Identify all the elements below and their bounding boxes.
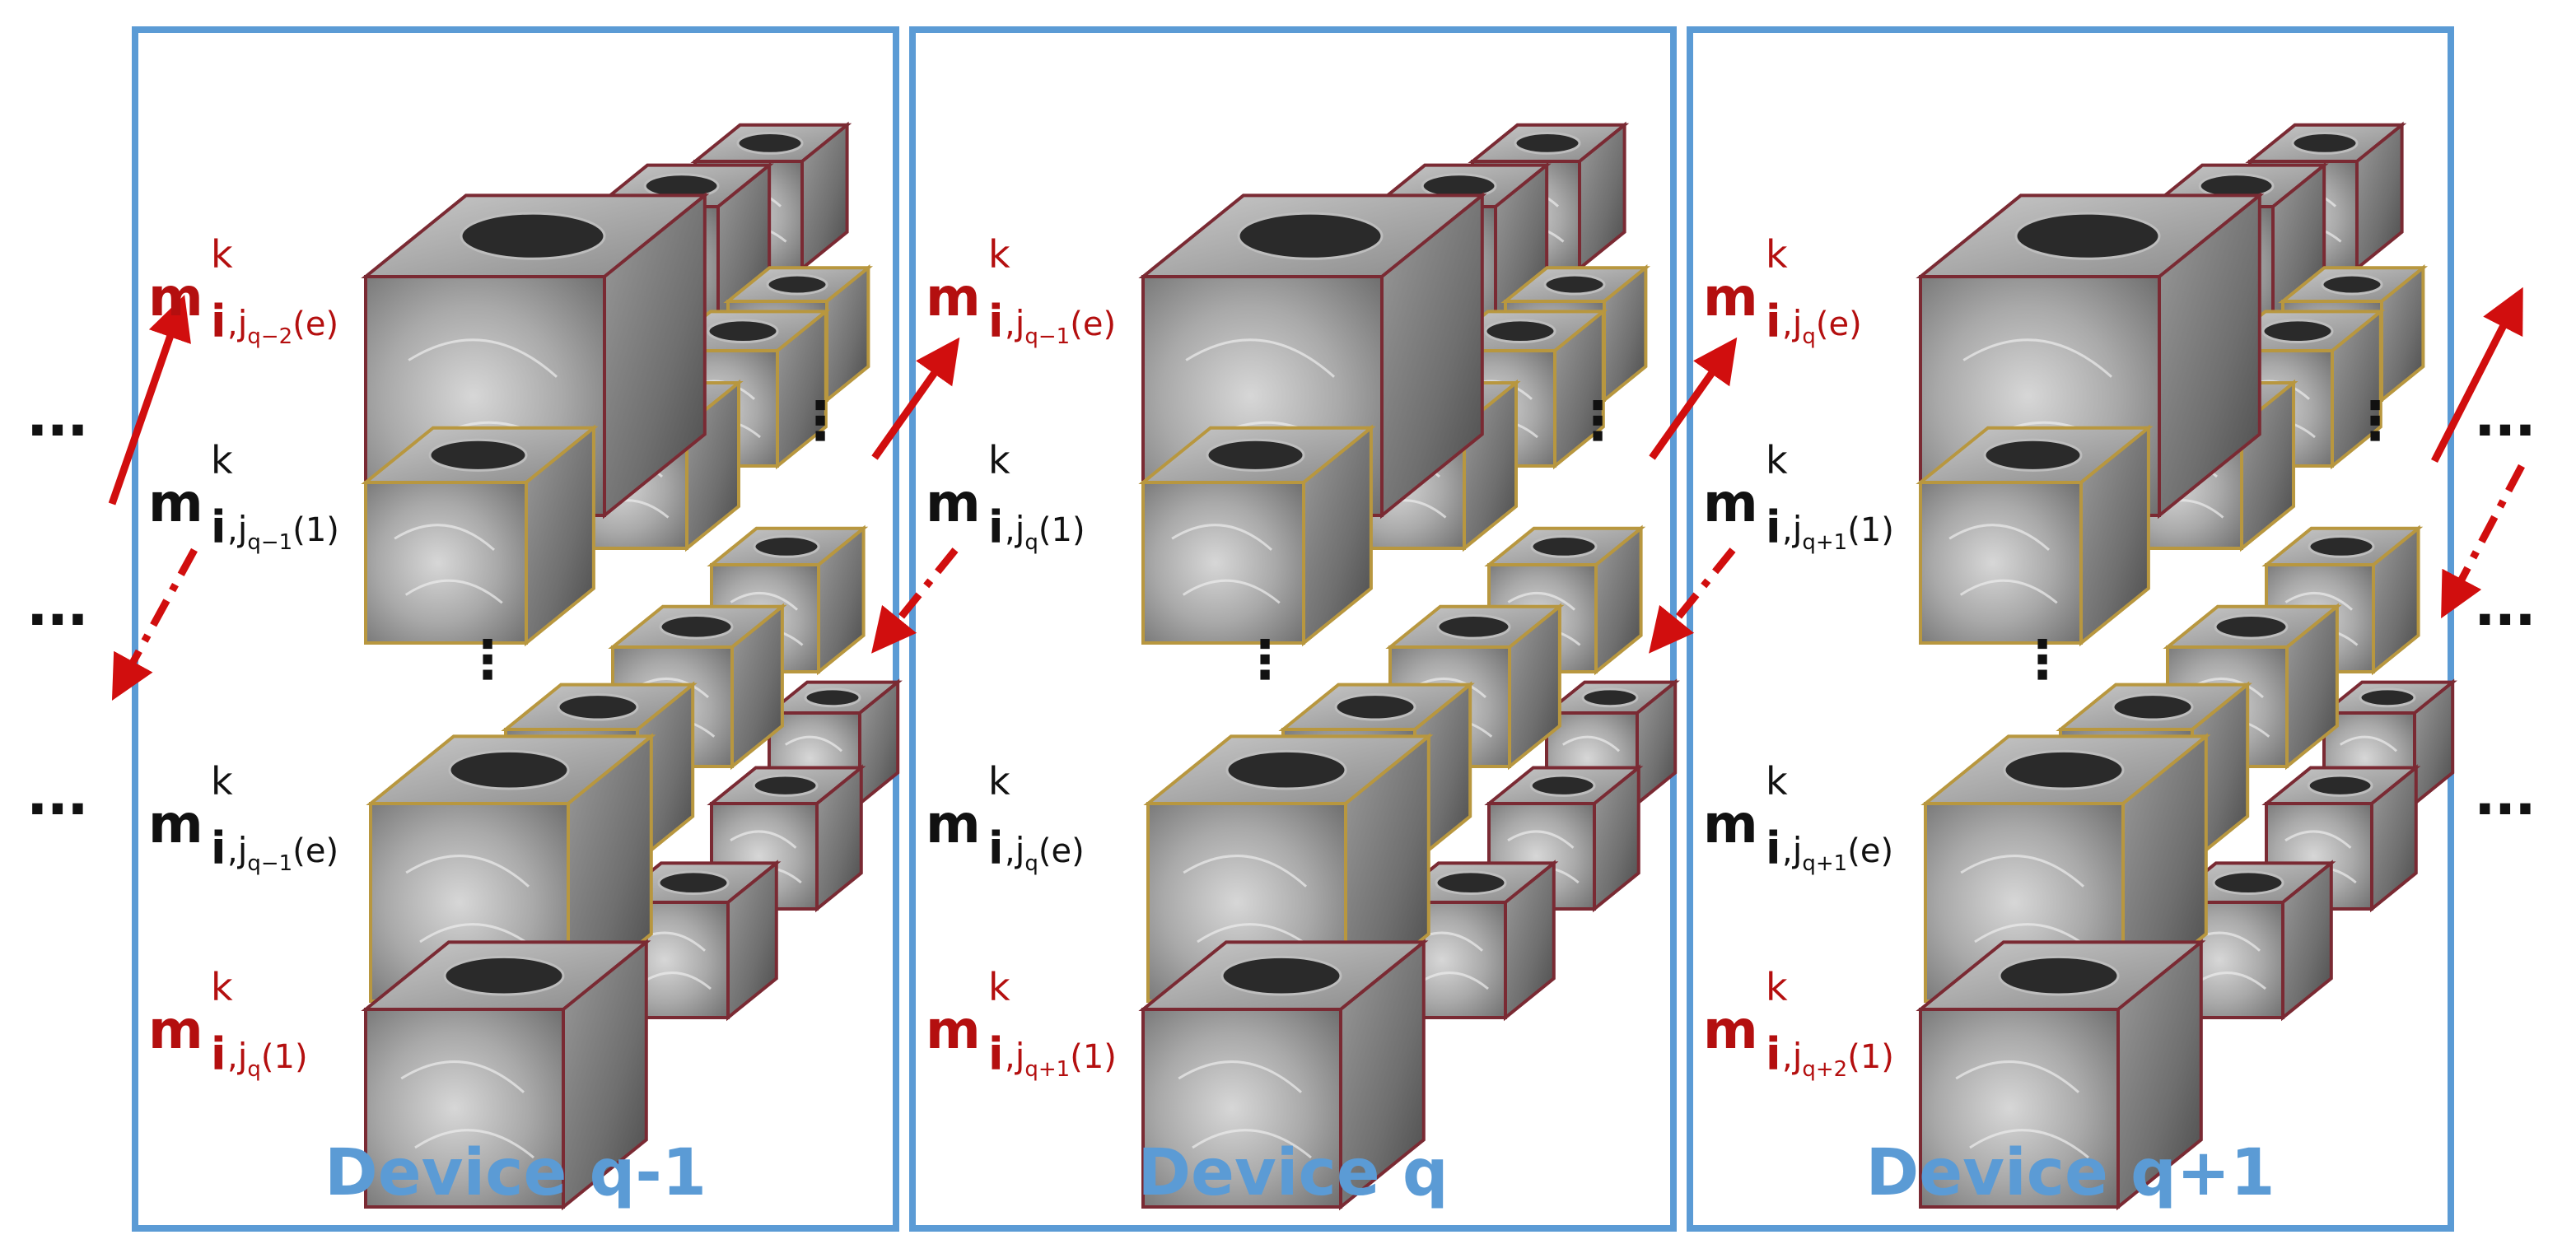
cube-volume: [1138, 424, 1376, 647]
send-arrow: [108, 295, 191, 506]
receive-arrow-dashed: [2441, 464, 2525, 619]
send-arrow: [2430, 287, 2523, 464]
cube-volume: [1138, 939, 1429, 1211]
receive-arrow-dashed: [111, 547, 198, 701]
cube-volume: [361, 424, 599, 647]
send-arrow: [871, 337, 960, 460]
receive-arrow-dashed: [871, 547, 959, 654]
cube-volume: [1916, 939, 2206, 1211]
send-arrow: [1649, 337, 1738, 460]
receive-arrow-dashed: [1649, 547, 1736, 654]
cube-volume: [1916, 424, 2154, 647]
cube-volume: [1920, 733, 2211, 1005]
cube-volume: [2163, 860, 2336, 1022]
cube-volume: [361, 939, 651, 1211]
